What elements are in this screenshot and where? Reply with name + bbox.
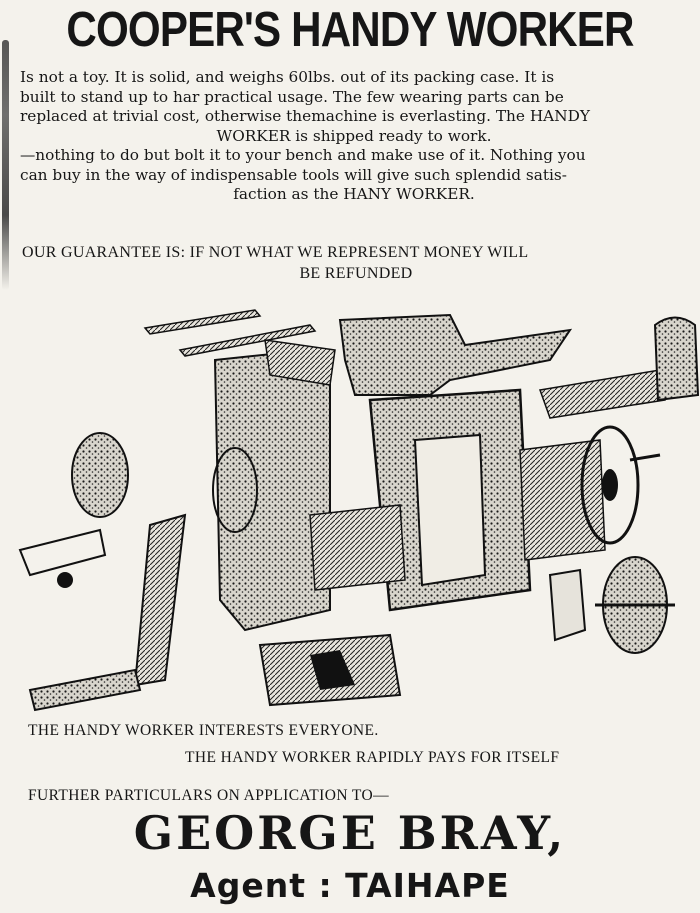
anvil-part — [338, 313, 573, 396]
main-frame — [309, 388, 606, 612]
guarantee-line-2: BE REFUNDED — [299, 265, 413, 282]
guarantee: OUR GUARANTEE IS: IF NOT WHAT WE REPRESE… — [22, 242, 690, 284]
tagline-particulars: FURTHER PARTICULARS ON APPLICATION TO— — [28, 787, 389, 804]
bench-bar — [538, 316, 700, 419]
agent-name: GEORGE BRAY, — [133, 806, 567, 860]
body-line: replaced at trivial cost, otherwise them… — [20, 107, 590, 125]
polishing-wheel — [595, 556, 675, 654]
handwheel — [580, 425, 661, 545]
scan-edge-mark — [2, 40, 9, 290]
body-copy: Is not a toy. It is solid, and weighs 60… — [20, 68, 688, 205]
crank-handle — [28, 513, 187, 712]
body-line: faction as the HANY WORKER. — [233, 185, 475, 203]
tagline-pays: THE HANDY WORKER RAPIDLY PAYS FOR ITSELF — [185, 749, 560, 766]
body-line: can buy in the way of indispensable tool… — [20, 165, 567, 184]
body-line: Is not a toy. It is solid, and weighs 60… — [20, 68, 555, 86]
small-bracket — [548, 568, 587, 642]
drill-bits — [143, 309, 317, 357]
body-line: built to stand up to har practical usage… — [20, 87, 564, 106]
headline: COOPER'S HANDY WORKER — [66, 3, 634, 57]
cutter-block — [258, 633, 402, 707]
body-line: —nothing to do but bolt it to your bench… — [20, 146, 586, 164]
guarantee-line-1: OUR GUARANTEE IS: IF NOT WHAT WE REPRESE… — [22, 244, 529, 261]
agent-location: Agent : TAIHAPE — [190, 866, 510, 905]
gear-housing — [212, 339, 336, 632]
tagline-interests: THE HANDY WORKER INTERESTS EVERYONE. — [28, 722, 379, 739]
body-line: WORKER is shipped ready to work. — [216, 126, 492, 145]
grinding-wheel — [18, 432, 129, 588]
machine-illustration — [18, 309, 700, 712]
